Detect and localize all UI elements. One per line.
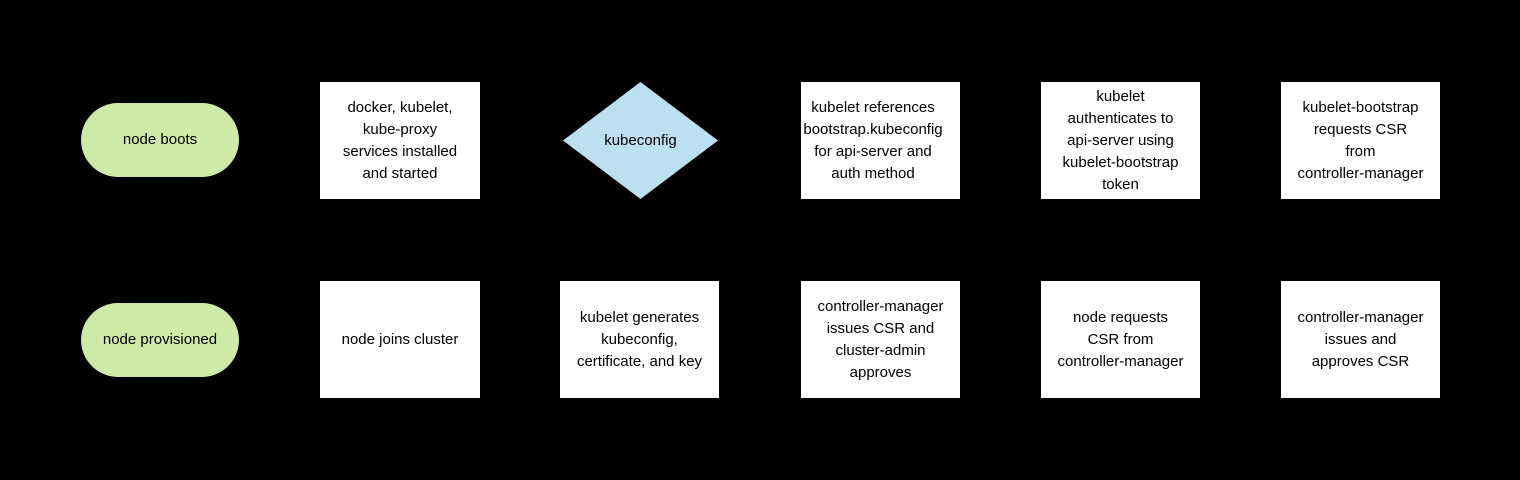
flow-node-controller-manager-issues-csr[interactable]: controller-manager issues CSR and cluste… [801,281,960,398]
flow-node-label-node-requests-csr: node requests CSR from controller-manage… [1057,308,1184,370]
flow-node-label-kubelet-generates-kubeconfig: kubelet generates kubeconfig, certificat… [576,308,703,370]
flow-node-label-node-boots: node boots [122,131,198,148]
flow-node-kubelet-authenticates[interactable]: kubelet authenticates to api-server usin… [1041,82,1200,199]
flow-node-label-kubelet-bootstrap-requests-csr: kubelet-bootstrap requests CSR from cont… [1297,98,1424,182]
flow-node-label-kubelet-references-bootstrap: kubelet references bootstrap.kubeconfig … [803,98,943,182]
flow-node-controller-manager-issues-approves[interactable]: controller-manager issues and approves C… [1281,281,1440,398]
flow-node-kubelet-references-bootstrap[interactable]: kubelet references bootstrap.kubeconfig … [801,82,960,199]
flow-node-node-joins-cluster[interactable]: node joins cluster [320,281,480,398]
flow-node-label-controller-manager-issues-approves: controller-manager issues and approves C… [1297,308,1424,370]
flow-node-label-kubelet-authenticates: kubelet authenticates to api-server usin… [1062,87,1179,193]
flow-node-label-node-provisioned: node provisioned [102,331,218,348]
flow-node-kubeconfig-decision[interactable]: kubeconfig [563,82,718,199]
flow-node-services-installed[interactable]: docker, kubelet, kube-proxy services ins… [320,82,480,199]
flow-node-node-provisioned[interactable]: node provisioned [81,303,239,377]
flow-node-kubelet-generates-kubeconfig[interactable]: kubelet generates kubeconfig, certificat… [560,281,719,398]
flow-node-label-controller-manager-issues-csr: controller-manager issues CSR and cluste… [817,297,944,381]
flow-node-node-boots[interactable]: node boots [81,103,239,177]
flow-node-node-requests-csr[interactable]: node requests CSR from controller-manage… [1041,281,1200,398]
flow-node-kubelet-bootstrap-requests-csr[interactable]: kubelet-bootstrap requests CSR from cont… [1281,82,1440,199]
flow-node-label-services-installed: docker, kubelet, kube-proxy services ins… [342,98,458,182]
flow-node-label-kubeconfig-decision: kubeconfig [604,131,677,149]
flow-node-label-node-joins-cluster: node joins cluster [341,330,459,348]
